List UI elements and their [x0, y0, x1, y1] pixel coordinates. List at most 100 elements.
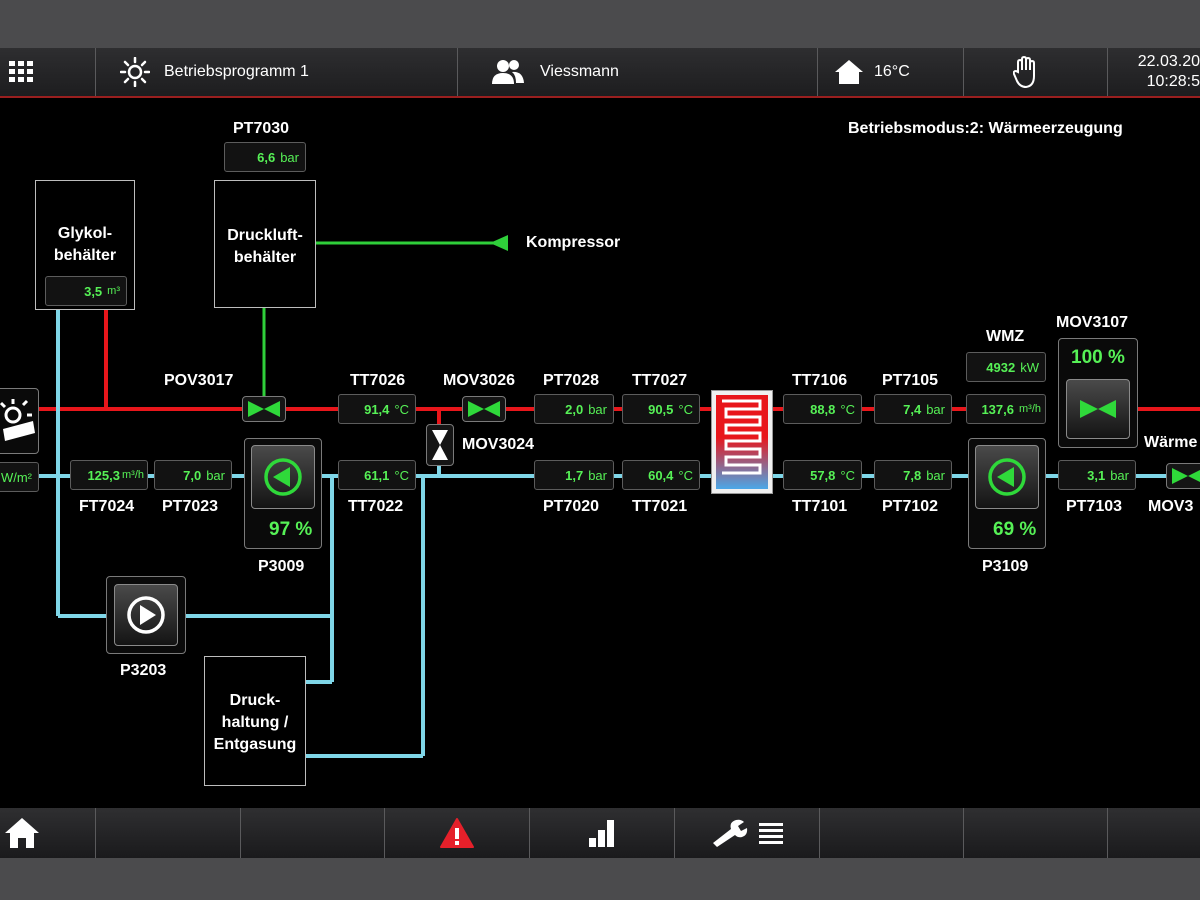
operating-program-button[interactable]: Betriebsprogramm 1 — [96, 48, 458, 96]
valve-icon — [432, 430, 448, 460]
pump-icon — [264, 458, 302, 496]
tt7101-value: 57,8 — [810, 467, 836, 483]
glycol-tank-title-1: Glykol- — [57, 225, 113, 242]
p3009-label: P3009 — [258, 558, 305, 575]
nav-empty-2[interactable] — [241, 808, 385, 858]
pt7023-unit: bar — [206, 467, 225, 483]
process-diagram: Betriebsmodus:2: Wärmeerzeugung PT7030 6… — [0, 98, 1200, 808]
tt7021-label: TT7021 — [632, 498, 688, 515]
nav-empty-5[interactable] — [1108, 808, 1200, 858]
tt7022-value-box[interactable]: 61,1°C — [338, 460, 416, 490]
pt7023-label: PT7023 — [162, 498, 219, 515]
home-icon — [835, 60, 863, 84]
hand-icon — [1012, 56, 1035, 88]
date-label: 22.03.20 — [1137, 53, 1200, 70]
alarm-button[interactable] — [385, 808, 530, 858]
pt7102-unit: bar — [926, 467, 945, 483]
chart-icon — [589, 820, 614, 847]
wmz-flow-box[interactable]: 137,6 m³/h — [966, 394, 1046, 424]
p3109-pump[interactable] — [975, 445, 1039, 509]
pt7028-unit: bar — [588, 401, 607, 417]
mov3024-label: MOV3024 — [462, 436, 535, 453]
main-menu-button[interactable] — [0, 48, 96, 96]
p3009-pump-panel[interactable]: 97 % — [244, 438, 322, 549]
pt7020-unit: bar — [588, 467, 607, 483]
tt7026-unit: °C — [394, 401, 409, 417]
pump-icon — [988, 458, 1026, 496]
compressed-air-tank[interactable]: Druckluft- behälter — [214, 180, 316, 308]
nav-empty-4[interactable] — [964, 808, 1108, 858]
tt7101-value-box[interactable]: 57,8°C — [783, 460, 862, 490]
mov3107-valve-panel[interactable]: 100 % — [1058, 338, 1138, 448]
p3109-pump-panel[interactable]: 69 % — [968, 438, 1046, 549]
solar-collector[interactable] — [0, 388, 39, 454]
date-time-display: 22.03.20 10:28:5 — [1108, 48, 1200, 96]
wmz-flow-unit: m³/h — [1019, 403, 1041, 415]
tt7101-unit: °C — [840, 467, 855, 483]
pt7020-value: 1,7 — [565, 467, 584, 483]
pov3017-valve[interactable] — [242, 396, 286, 422]
compressed-air-tank-title-1: Druckluft- — [227, 227, 303, 244]
waerme-label: Wärme — [1144, 434, 1198, 451]
nav-empty-3[interactable] — [820, 808, 964, 858]
tt7021-value: 60,4 — [648, 467, 674, 483]
tt7027-value-box[interactable]: 90,5°C — [622, 394, 700, 424]
tt7026-value-box[interactable]: 91,4°C — [338, 394, 416, 424]
user-label: Viessmann — [540, 63, 619, 80]
pt7103-unit: bar — [1110, 467, 1129, 483]
operating-mode-text: Betriebsmodus:2: Wärmeerzeugung — [848, 120, 1123, 137]
home-button[interactable] — [0, 808, 96, 858]
solar-radiation-unit: W/m² — [0, 469, 32, 485]
tt7022-value: 61,1 — [364, 467, 390, 483]
mov3026-valve[interactable] — [462, 396, 506, 422]
tt7027-unit: °C — [678, 401, 693, 417]
heat-exchanger[interactable] — [711, 390, 773, 494]
tt7106-value-box[interactable]: 88,8°C — [783, 394, 862, 424]
solar-collector-icon — [0, 399, 35, 441]
wrench-icon — [713, 819, 748, 847]
service-settings-button[interactable] — [675, 808, 820, 858]
manual-mode-button[interactable] — [964, 48, 1108, 96]
mov3024-valve[interactable] — [426, 424, 454, 466]
compressed-air-tank-title-2: behälter — [233, 249, 297, 266]
tt7027-value: 90,5 — [648, 401, 674, 417]
user-button[interactable]: Viessmann — [458, 48, 818, 96]
outdoor-temperature-button[interactable]: 16°C — [818, 48, 964, 96]
tt7026-value: 91,4 — [364, 401, 390, 417]
tt7021-value-box[interactable]: 60,4°C — [622, 460, 700, 490]
pt7103-label: PT7103 — [1066, 498, 1123, 515]
tt7027-label: TT7027 — [632, 372, 688, 389]
p3203-pump[interactable] — [114, 584, 178, 646]
compressor-label: Kompressor — [526, 234, 621, 251]
solar-radiation-box[interactable]: W/m² — [0, 462, 39, 492]
valve-icon — [1172, 468, 1200, 484]
pov3017-label: POV3017 — [164, 372, 234, 389]
nav-empty-1[interactable] — [96, 808, 241, 858]
pressure-tank-title-1: Druck- — [229, 692, 281, 709]
ft7024-value: 125,3 — [87, 467, 120, 483]
waerme-valve[interactable] — [1166, 463, 1200, 489]
pressure-tank-title-3: Entgasung — [213, 736, 297, 753]
tt7021-unit: °C — [678, 467, 693, 483]
mov3-partial-label: MOV3 — [1148, 498, 1194, 515]
p3009-pump[interactable] — [251, 445, 315, 509]
pressure-maintenance-tank[interactable]: Druck- haltung / Entgasung — [204, 656, 306, 786]
charts-button[interactable] — [530, 808, 675, 858]
mov3107-valve[interactable] — [1066, 379, 1130, 439]
wmz-flow-value: 137,6 — [981, 401, 1014, 417]
pt7030-value: 6,6 — [257, 149, 276, 165]
top-status-bar: Betriebsprogramm 1 Viessmann 16°C 22.03.… — [0, 48, 1200, 98]
pt7102-value: 7,8 — [903, 467, 922, 483]
p3203-pump-panel[interactable] — [106, 576, 186, 654]
tt7022-unit: °C — [394, 467, 409, 483]
